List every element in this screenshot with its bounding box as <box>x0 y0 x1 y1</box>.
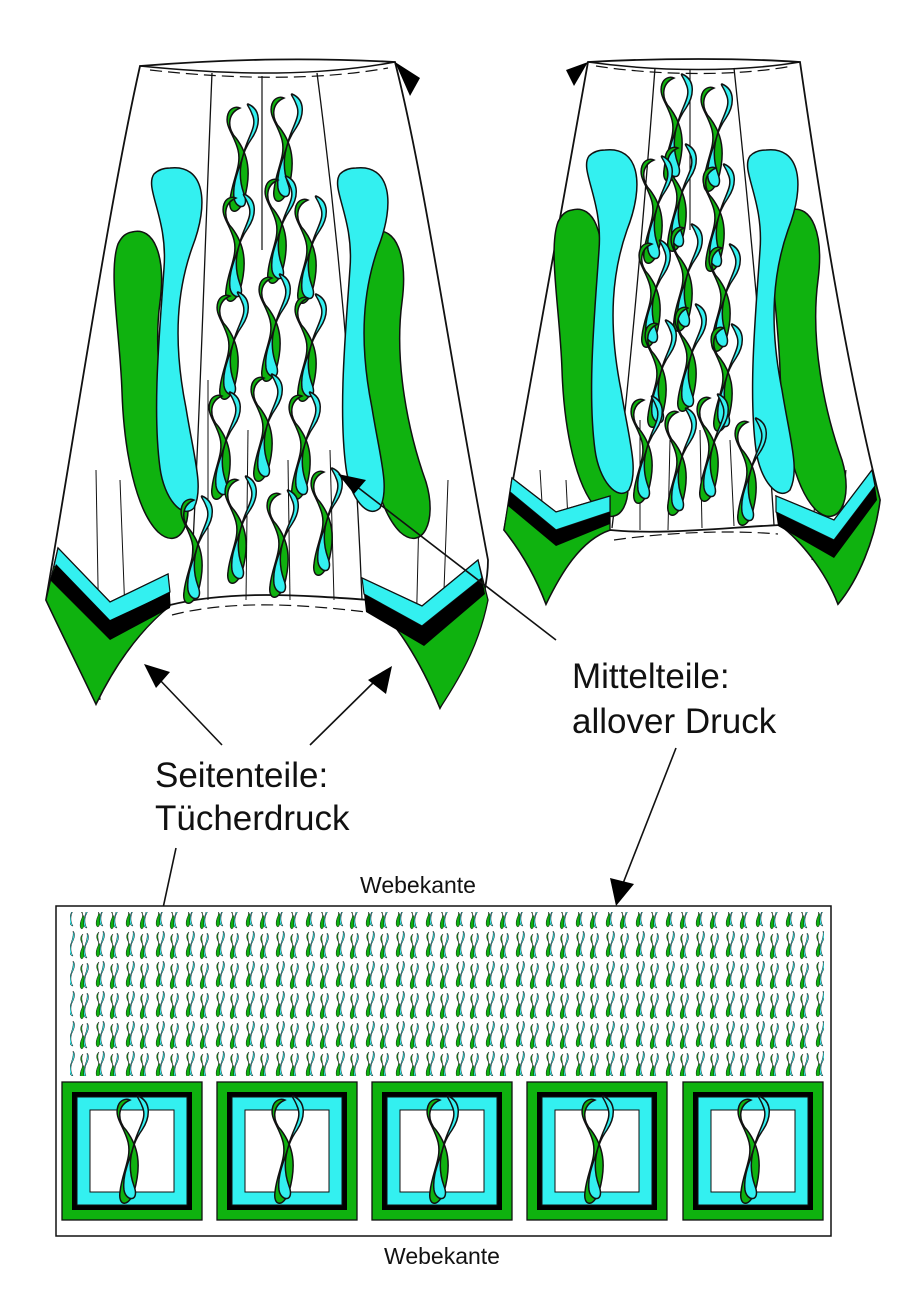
allover-print-area <box>70 912 824 1076</box>
scarf-square <box>526 1081 668 1221</box>
scarf-square <box>216 1081 358 1221</box>
scarf-print-squares <box>61 1081 824 1221</box>
arrows <box>106 474 677 1136</box>
scarf-square <box>61 1081 203 1221</box>
middle-panels-label-line2: allover Druck <box>572 702 777 741</box>
side-panels-label-line2: Tücherdruck <box>155 799 350 838</box>
side-panels-label-line1: Seitenteile: <box>155 756 328 795</box>
left-skirt <box>45 58 489 711</box>
fabric-layout <box>55 905 832 1237</box>
right-skirt <box>503 58 881 607</box>
middle-panels-label-line1: Mittelteile: <box>572 657 730 696</box>
selvedge-top-label: Webekante <box>360 872 476 898</box>
scarf-square <box>371 1081 513 1221</box>
selvedge-bottom-label: Webekante <box>384 1243 500 1269</box>
scarf-square <box>682 1081 824 1221</box>
